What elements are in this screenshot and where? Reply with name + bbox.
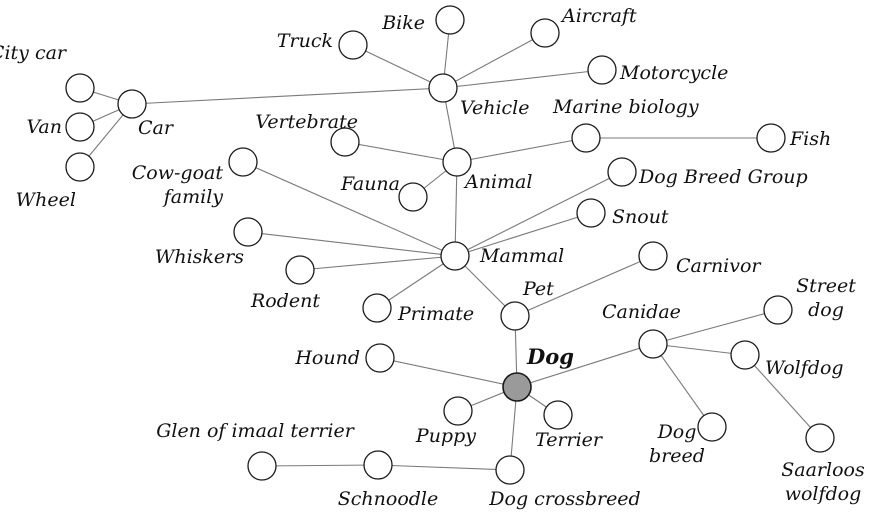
node-wolfdog — [730, 340, 760, 370]
node-vertebrate — [330, 127, 360, 157]
label-primate: Primate — [397, 303, 474, 325]
node-motorcycle — [587, 55, 617, 85]
edge-mammal-rodent — [299, 255, 456, 271]
node-glen — [247, 451, 277, 481]
node-primate — [362, 293, 392, 323]
edge-crossbreed-schnoodle — [377, 464, 511, 471]
node-vehicle — [428, 73, 458, 103]
label-puppy: Puppy — [415, 425, 476, 447]
node-rodent — [285, 255, 315, 285]
label-truck: Truck — [277, 30, 333, 52]
label-fauna: Fauna — [340, 173, 400, 195]
node-bike — [435, 5, 465, 35]
label-wolfdog: Wolfdog — [765, 357, 844, 379]
node-dogbreed — [697, 412, 727, 442]
label-marinebio: Marine biology — [552, 96, 699, 118]
node-marinebio — [571, 123, 601, 153]
node-aircraft — [530, 18, 560, 48]
node-saarloos — [805, 423, 835, 453]
label-vertebrate: Vertebrate — [255, 111, 358, 133]
node-whiskers — [233, 217, 263, 247]
node-pet — [500, 301, 530, 331]
edge-mammal-cowgoat — [242, 161, 456, 257]
edge-canidae-wolfdog — [652, 343, 746, 356]
label-van: Van — [26, 116, 62, 138]
label-citycar: City car — [0, 42, 68, 64]
edge-vehicle-aircraft — [442, 32, 546, 89]
label-schnoodle: Schnoodle — [338, 488, 439, 510]
label-fish: Fish — [789, 128, 831, 150]
label-terrier: Terrier — [535, 429, 604, 451]
label-mammal: Mammal — [479, 245, 564, 267]
edge-mammal-whiskers — [247, 231, 456, 257]
node-snout — [576, 198, 606, 228]
node-crossbreed — [495, 455, 525, 485]
edge-vehicle-motorcycle — [442, 69, 603, 89]
node-carnivor — [638, 241, 668, 271]
edge-canidae-streetdog — [652, 309, 779, 345]
node-animal — [442, 147, 472, 177]
label-motorcycle: Motorcycle — [619, 62, 728, 84]
label-pet: Pet — [522, 278, 554, 300]
node-truck — [338, 30, 368, 60]
node-cowgoat — [228, 147, 258, 177]
edge-dog-hound — [379, 357, 518, 388]
edge-vehicle-truck — [352, 44, 444, 89]
label-dog: Dog — [526, 344, 574, 369]
label-dogbreedgroup: Dog Breed Group — [638, 166, 808, 188]
node-hound — [365, 343, 395, 373]
node-layer — [65, 5, 835, 485]
node-dog — [502, 372, 532, 402]
node-canidae — [638, 329, 668, 359]
node-fish — [756, 123, 786, 153]
node-dogbreedgroup — [607, 157, 637, 187]
node-streetdog — [763, 295, 793, 325]
label-wheel: Wheel — [16, 189, 76, 211]
label-aircraft: Aircraft — [560, 5, 637, 27]
label-snout: Snout — [612, 206, 669, 228]
label-bike: Bike — [381, 12, 425, 34]
node-puppy — [443, 396, 473, 426]
edge-animal-mammal — [454, 161, 458, 257]
node-mammal — [440, 241, 470, 271]
node-fauna — [398, 182, 428, 212]
label-whiskers: Whiskers — [155, 246, 244, 268]
edge-schnoodle-glen — [261, 464, 379, 467]
node-car — [117, 89, 147, 119]
label-crossbreed: Dog crossbreed — [488, 488, 640, 510]
edge-pet-carnivor — [514, 255, 654, 317]
label-glen: Glen of imaal terrier — [156, 420, 356, 442]
edge-mammal-snout — [454, 212, 592, 257]
edge-wolfdog-saarloos — [744, 354, 821, 439]
node-citycar — [65, 73, 95, 103]
edge-animal-marinebio — [456, 137, 587, 163]
edge-mammal-primate — [376, 255, 456, 309]
node-van — [65, 112, 95, 142]
label-car: Car — [138, 117, 175, 139]
label-hound: Hound — [294, 347, 360, 369]
node-schnoodle — [363, 450, 393, 480]
label-carnivor: Carnivor — [676, 255, 762, 277]
label-vehicle: Vehicle — [460, 97, 530, 119]
label-rodent: Rodent — [250, 290, 320, 312]
label-animal: Animal — [463, 171, 532, 193]
node-wheel — [65, 152, 95, 182]
edge-canidae-dogbreed — [652, 343, 713, 428]
label-canidae: Canidae — [602, 301, 681, 323]
edge-dog-canidae — [516, 343, 654, 388]
edge-animal-vertebrate — [344, 141, 458, 163]
node-terrier — [543, 400, 573, 430]
edge-mammal-dogbreedgroup — [454, 171, 623, 257]
edge-vehicle-car — [131, 87, 444, 105]
